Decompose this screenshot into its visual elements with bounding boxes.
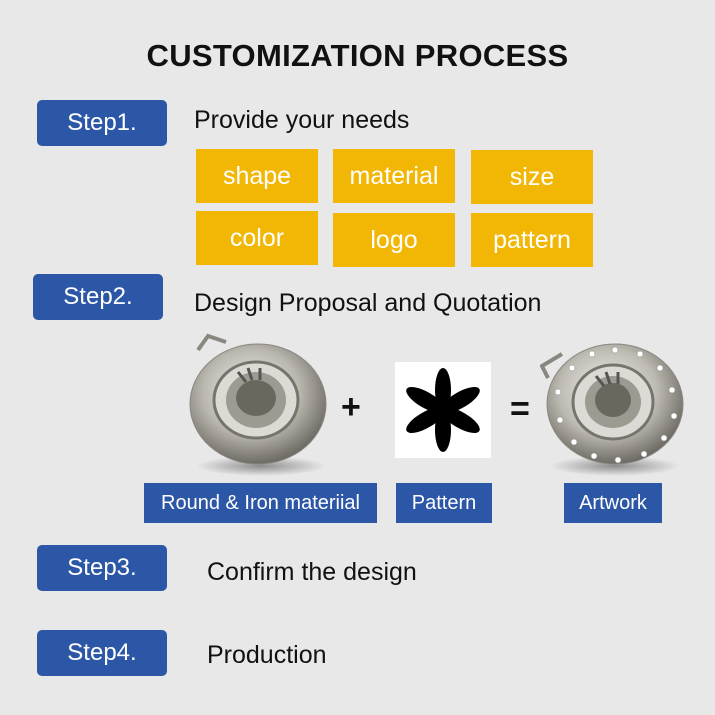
caption-pattern: Pattern bbox=[396, 483, 492, 523]
need-color: color bbox=[196, 211, 318, 265]
step4-badge: Step4. bbox=[37, 630, 167, 676]
flower-pattern-icon bbox=[406, 368, 480, 452]
plus-sign: + bbox=[341, 388, 361, 426]
step2-badge: Step2. bbox=[33, 274, 163, 320]
caption-artwork: Artwork bbox=[564, 483, 662, 523]
artwork-downlight-image bbox=[540, 343, 684, 476]
round-downlight-image bbox=[189, 333, 327, 476]
step4-text: Production bbox=[207, 641, 327, 669]
step3-text: Confirm the design bbox=[207, 558, 417, 586]
pattern-image bbox=[395, 362, 491, 458]
need-shape: shape bbox=[196, 149, 318, 203]
need-material: material bbox=[333, 149, 455, 203]
step1-badge: Step1. bbox=[37, 100, 167, 146]
caption-round-iron: Round & Iron materiial bbox=[144, 483, 377, 523]
need-size: size bbox=[471, 150, 593, 204]
step3-badge: Step3. bbox=[37, 545, 167, 591]
need-pattern: pattern bbox=[471, 213, 593, 267]
step1-text: Provide your needs bbox=[194, 106, 410, 134]
equals-sign: = bbox=[510, 390, 530, 428]
step2-text: Design Proposal and Quotation bbox=[194, 289, 542, 317]
need-logo: logo bbox=[333, 213, 455, 267]
page-title: CUSTOMIZATION PROCESS bbox=[146, 38, 569, 73]
